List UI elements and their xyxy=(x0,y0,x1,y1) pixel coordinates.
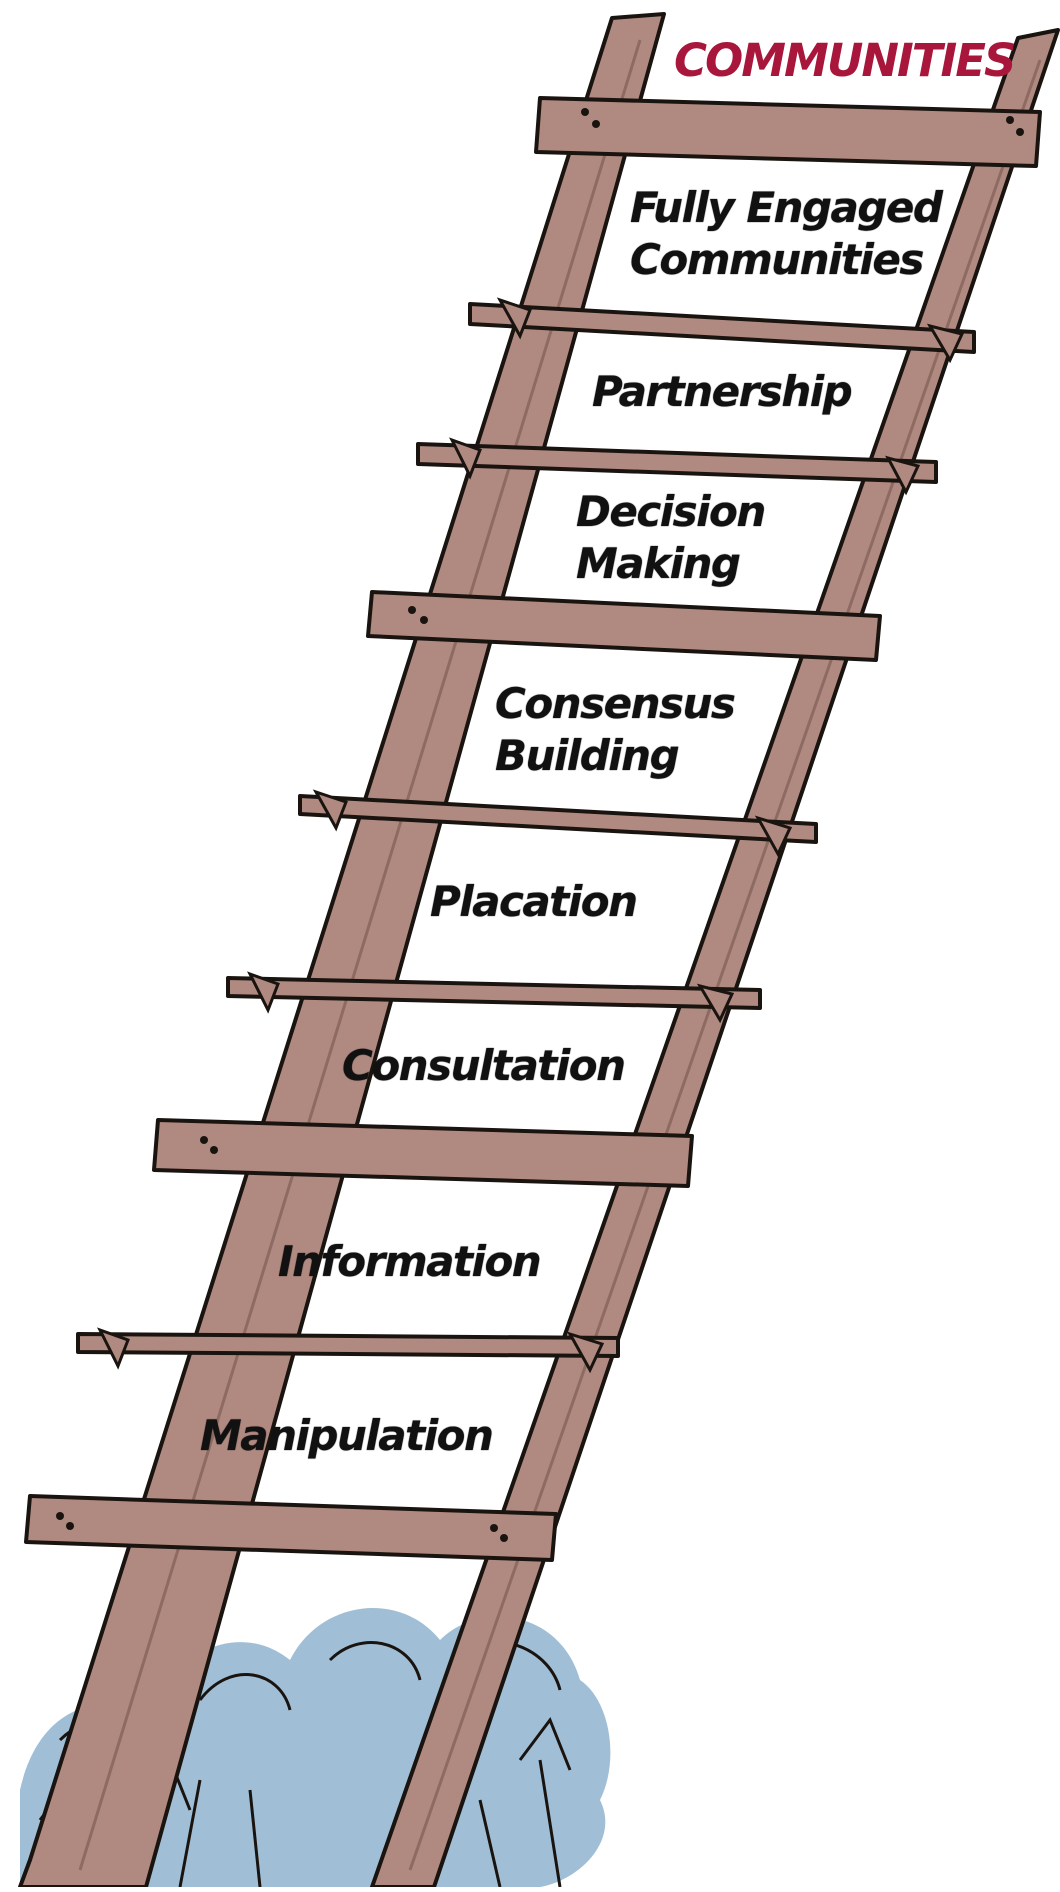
nail-dots xyxy=(56,108,1024,1542)
rung-label: Placation xyxy=(430,876,638,928)
rung-label-line: Partnership xyxy=(592,367,853,416)
rung-label-line: Consultation xyxy=(342,1041,626,1090)
ladder-planks xyxy=(24,96,1042,1562)
rung-label: Manipulation xyxy=(200,1410,494,1462)
rung-label: Information xyxy=(278,1236,542,1288)
ladder-left-rail xyxy=(18,12,666,1889)
rung-label-line: Making xyxy=(576,539,741,588)
rung-label-line: Placation xyxy=(430,877,638,926)
rung-label: Consultation xyxy=(342,1040,626,1092)
rung-label: Partnership xyxy=(592,366,853,418)
ladder-rungs xyxy=(76,302,976,1358)
rung-label-line: Manipulation xyxy=(200,1411,494,1460)
rope-ties xyxy=(96,297,965,1374)
rung-label-line: Building xyxy=(495,731,680,780)
ladder-title: COMMUNITIES xyxy=(674,34,1016,87)
rung-label-line: Fully Engaged xyxy=(630,183,943,232)
rung-label-line: Consensus xyxy=(495,679,736,728)
rung-label-line: Communities xyxy=(630,235,924,284)
rung-label-line: Decision xyxy=(576,487,766,536)
rung-label-line: Information xyxy=(278,1237,542,1286)
